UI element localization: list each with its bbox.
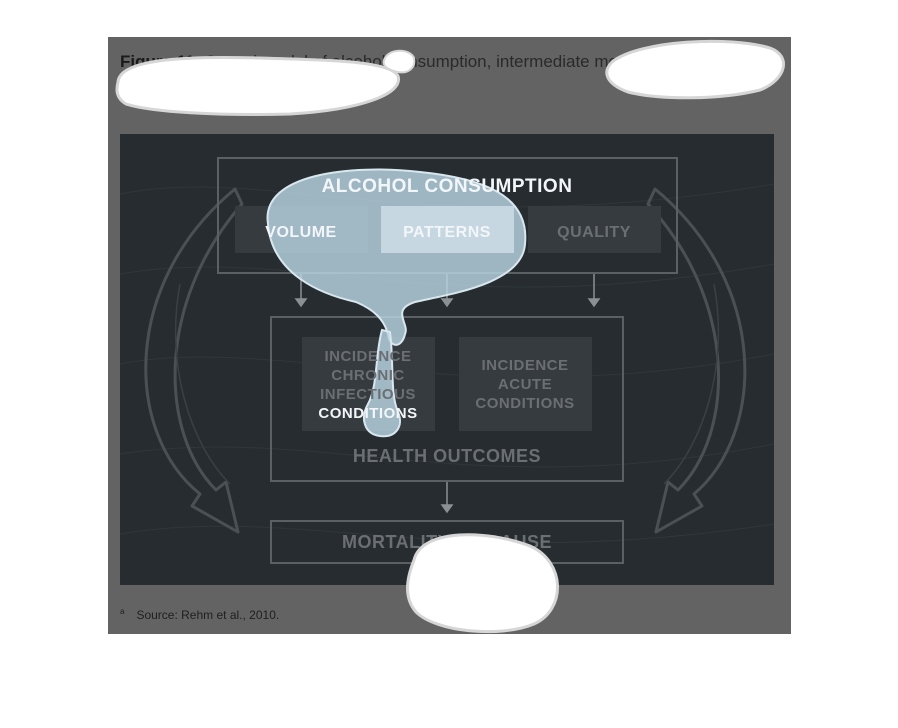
footnote-text: Source: Rehm et al., 2010. xyxy=(136,608,280,622)
feedback-arrow-left xyxy=(144,187,244,534)
acute-label-line-2: ACUTE xyxy=(498,376,552,393)
chronic-label-line-1: INCIDENCE xyxy=(324,348,411,365)
outcomes-arrow xyxy=(440,482,454,514)
volume-label: VOLUME xyxy=(265,224,336,241)
figure: Figure 11. Causal model of alcohol consu… xyxy=(108,37,791,634)
figure-caption: Figure 11. Causal model of alcohol consu… xyxy=(120,49,786,103)
patterns-highlight xyxy=(381,206,514,253)
caption-note-marker: a xyxy=(229,82,235,91)
acute-label-line-1: INCIDENCE xyxy=(481,357,568,374)
quality-label: QUALITY xyxy=(557,224,631,241)
quality-box xyxy=(528,206,661,253)
causal-model-diagram: ALCOHOL CONSUMPTION VOLUME PATTERNS QUAL… xyxy=(120,157,774,564)
chronic-label-line-3: INFECTIOUS xyxy=(320,386,416,403)
acute-conditions-box xyxy=(459,337,592,431)
feedback-arrow-right xyxy=(646,187,747,534)
consumption-title: ALCOHOL CONSUMPTION xyxy=(322,176,573,197)
chronic-label-line-2: CHRONIC xyxy=(331,367,405,384)
swirl-line-left xyxy=(174,283,231,485)
acute-label-line-3: CONDITIONS xyxy=(475,395,574,412)
chronic-label-line-4: CONDITIONS xyxy=(318,405,417,422)
health-outcomes-title: HEALTH OUTCOMES xyxy=(353,446,541,466)
figure-caption-text: . Causal model of alcohol consumption, i… xyxy=(120,52,774,100)
health-outcomes-box xyxy=(270,316,624,482)
footnote-marker: a xyxy=(120,607,125,616)
swirl-line-right xyxy=(663,283,720,485)
mortality-title: MORTALITY BY CAUSE xyxy=(342,532,552,552)
patterns-label: PATTERNS xyxy=(403,224,491,241)
diagram-panel: ALCOHOL CONSUMPTION VOLUME PATTERNS QUAL… xyxy=(120,134,774,585)
highlight-blob-drip xyxy=(363,328,401,438)
footnote: a Source: Rehm et al., 2010. xyxy=(120,607,279,622)
figure-label: Figure 11 xyxy=(120,52,195,71)
